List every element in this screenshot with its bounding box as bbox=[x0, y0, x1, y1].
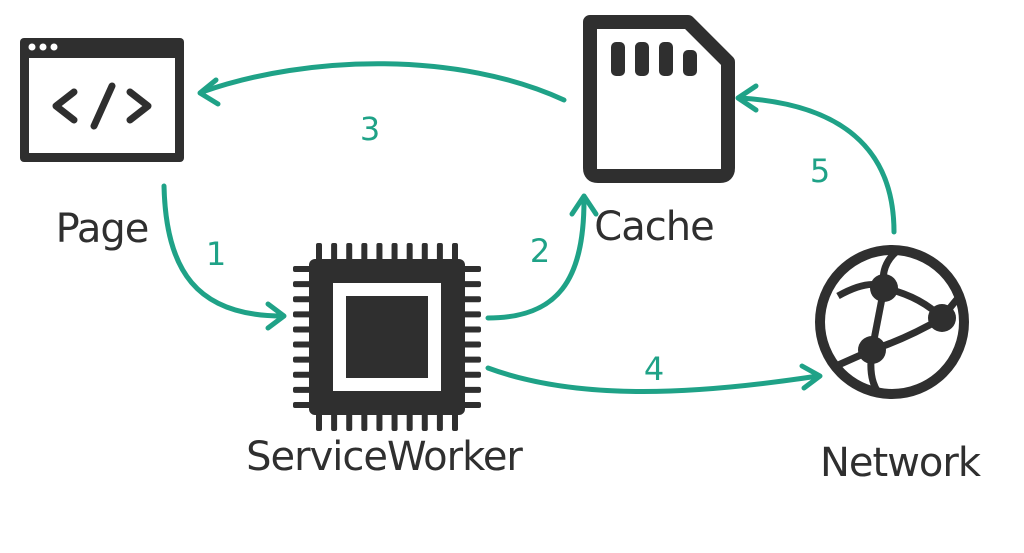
globe-network-icon bbox=[815, 245, 969, 399]
chip-pins-bottom bbox=[316, 413, 458, 431]
network-node: Network bbox=[815, 245, 983, 486]
sd-card-icon bbox=[583, 15, 735, 183]
arrow-step-1: 1 bbox=[161, 183, 287, 331]
service-worker-node: ServiceWorker bbox=[246, 243, 524, 480]
step-3-number: 3 bbox=[360, 110, 380, 148]
service-worker-label: ServiceWorker bbox=[246, 434, 523, 480]
chip-pins-top bbox=[316, 243, 458, 261]
cache-node: Cache bbox=[583, 15, 735, 250]
code-window-icon bbox=[20, 38, 184, 162]
cache-label: Cache bbox=[594, 204, 713, 250]
chip-pins-right bbox=[463, 266, 481, 408]
arrow-step-4: 4 bbox=[485, 350, 823, 394]
page-node: Page bbox=[20, 38, 184, 252]
network-label: Network bbox=[820, 440, 982, 486]
arrow-step-5: 5 bbox=[735, 83, 897, 235]
step-4-number: 4 bbox=[644, 350, 664, 388]
step-5-number: 5 bbox=[810, 152, 830, 190]
arrow-step-3: 3 bbox=[197, 61, 567, 148]
step-2-number: 2 bbox=[530, 232, 550, 270]
page-label: Page bbox=[56, 206, 149, 252]
arrow-step-2: 2 bbox=[485, 193, 599, 321]
chip-pins-left bbox=[293, 266, 311, 408]
step-1-number: 1 bbox=[206, 235, 226, 273]
cpu-chip-icon bbox=[293, 243, 481, 431]
